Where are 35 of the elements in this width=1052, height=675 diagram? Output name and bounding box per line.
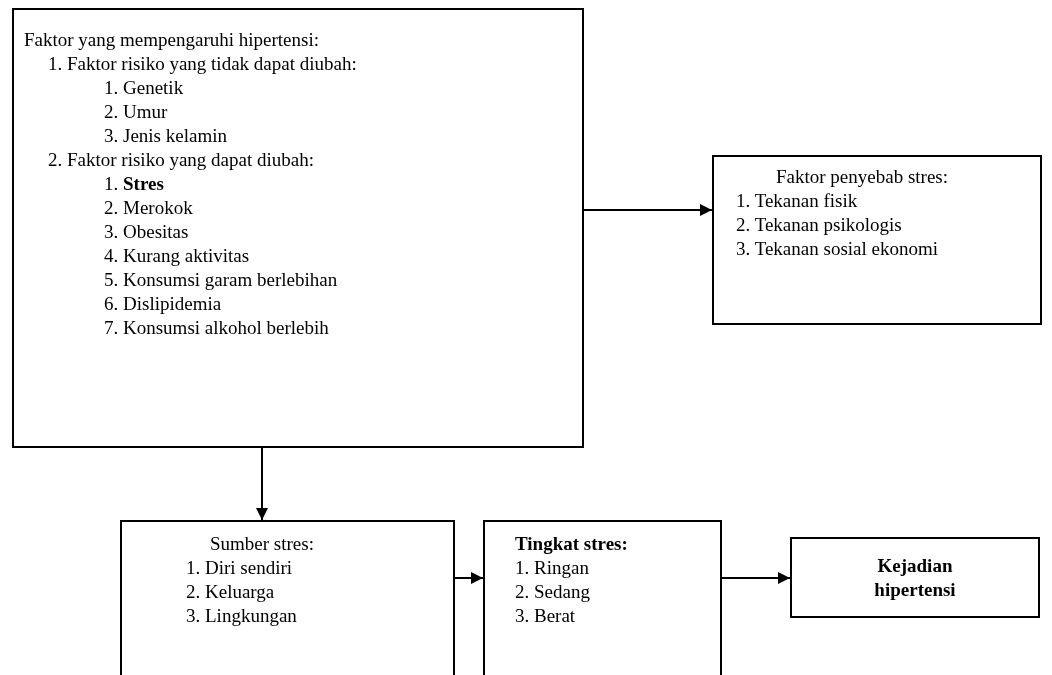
text-box (790, 537, 1040, 618)
list-item: 6. Dislipidemia (104, 292, 223, 316)
list-item: 2. Umur (104, 100, 169, 124)
list-item: 1. Ringan (515, 556, 590, 580)
list-item: Kejadian hipertensi (873, 553, 957, 602)
box-heading: Tingkat stres: (515, 532, 629, 556)
text-box (12, 8, 584, 448)
list-item: 3. Lingkungan (186, 604, 298, 628)
text-box (712, 155, 1042, 325)
text-box (120, 520, 455, 675)
box-heading: Faktor penyebab stres: (776, 165, 949, 189)
list-item: 5. Konsumsi garam berlebihan (104, 268, 339, 292)
list-item: 1. Faktor risiko yang tidak dapat diubah: (48, 52, 358, 76)
list-item: 3. Obesitas (104, 220, 190, 244)
list-item: 2. Sedang (515, 580, 591, 604)
arrow (583, 204, 713, 216)
box-heading: Faktor yang mempengaruhi hipertensi: (24, 28, 320, 52)
list-item: 4. Kurang aktivitas (104, 244, 251, 268)
list-item: 1. Stres (104, 172, 165, 196)
list-item: 2. Keluarga (186, 580, 276, 604)
text-box (483, 520, 722, 675)
list-item: 2. Faktor risiko yang dapat diubah: (48, 148, 315, 172)
list-item: 1. Diri sendiri (186, 556, 294, 580)
list-item: 2. Merokok (104, 196, 194, 220)
list-item: 3. Berat (515, 604, 577, 628)
list-item: 3. Tekanan sosial ekonomi (736, 237, 939, 261)
list-item: 3. Jenis kelamin (104, 124, 228, 148)
arrow (721, 572, 791, 584)
list-item: 1. Tekanan fisik (736, 189, 859, 213)
list-item: 1. Genetik (104, 76, 185, 100)
box-heading: Sumber stres: (210, 532, 315, 556)
arrow (256, 447, 268, 521)
arrow (454, 572, 484, 584)
list-item: 7. Konsumsi alkohol berlebih (104, 316, 330, 340)
list-item: 2. Tekanan psikologis (736, 213, 903, 237)
